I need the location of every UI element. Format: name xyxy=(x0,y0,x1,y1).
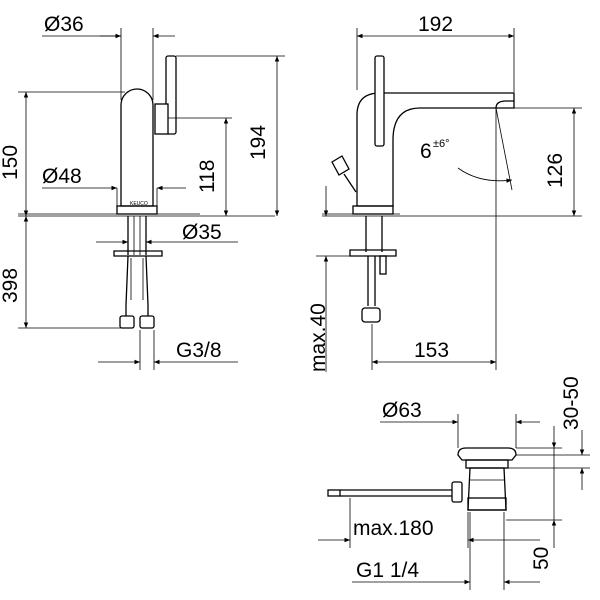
front-view: KEUCO Ø36 xyxy=(0,13,285,370)
svg-text:G1 1/4: G1 1/4 xyxy=(356,559,419,582)
svg-text:126: 126 xyxy=(544,153,567,188)
svg-text:398: 398 xyxy=(0,268,22,303)
svg-text:max.40: max.40 xyxy=(307,303,330,372)
dim-hose-thread: G3/8 xyxy=(98,330,238,370)
dim-spout-length: 192 xyxy=(356,13,515,92)
svg-text:Ø63: Ø63 xyxy=(382,399,422,422)
svg-text:Ø36: Ø36 xyxy=(44,13,84,36)
brand-mark: KEUCO xyxy=(130,201,148,207)
svg-text:G3/8: G3/8 xyxy=(176,339,222,362)
svg-text:194: 194 xyxy=(247,125,270,160)
dim-max-counter: max.40 xyxy=(307,186,350,372)
dim-body-diameter: Ø36 xyxy=(42,13,175,100)
svg-text:192: 192 xyxy=(418,13,453,36)
dim-base-diameter: Ø48 xyxy=(42,165,186,206)
shank-front xyxy=(113,216,163,329)
svg-text:Ø48: Ø48 xyxy=(42,165,82,188)
dim-spout-height: 126 xyxy=(514,107,582,216)
svg-text:±6°: ±6° xyxy=(433,138,450,150)
svg-text:153: 153 xyxy=(414,339,449,362)
waste-valve-body xyxy=(327,447,517,511)
shank-side xyxy=(349,216,397,323)
dim-total-height: 194 xyxy=(176,55,285,216)
dim-lever-height: 118 xyxy=(168,117,232,216)
svg-text:6: 6 xyxy=(420,140,432,163)
dim-waste-range: 30-50 xyxy=(508,376,590,490)
side-view: 192 126 6 ±6° max.40 153 xyxy=(307,13,582,372)
dim-height-under-spout: 150 xyxy=(0,91,125,216)
dim-spout-reach: 153 xyxy=(371,216,497,370)
dim-shank-diameter: Ø35 xyxy=(96,221,238,245)
dim-hose-length: 398 xyxy=(0,216,132,329)
waste-valve-view: Ø63 30-50 50 max.180 xyxy=(318,376,590,590)
svg-text:150: 150 xyxy=(0,145,22,180)
dim-waste-max-length: max.180 xyxy=(318,498,540,548)
svg-text:30-50: 30-50 xyxy=(560,376,583,430)
dim-waste-height: 50 xyxy=(506,426,562,570)
svg-text:Ø35: Ø35 xyxy=(182,221,222,244)
svg-text:118: 118 xyxy=(196,160,219,193)
faucet-body-front: KEUCO xyxy=(116,55,177,215)
faucet-body-side xyxy=(331,55,515,215)
svg-text:50: 50 xyxy=(530,547,553,570)
svg-text:max.180: max.180 xyxy=(353,517,434,540)
dim-waste-thread: G1 1/4 xyxy=(352,512,540,590)
dim-spout-angle: 6 ±6° xyxy=(420,107,513,216)
dim-waste-diameter: Ø63 xyxy=(380,399,540,448)
